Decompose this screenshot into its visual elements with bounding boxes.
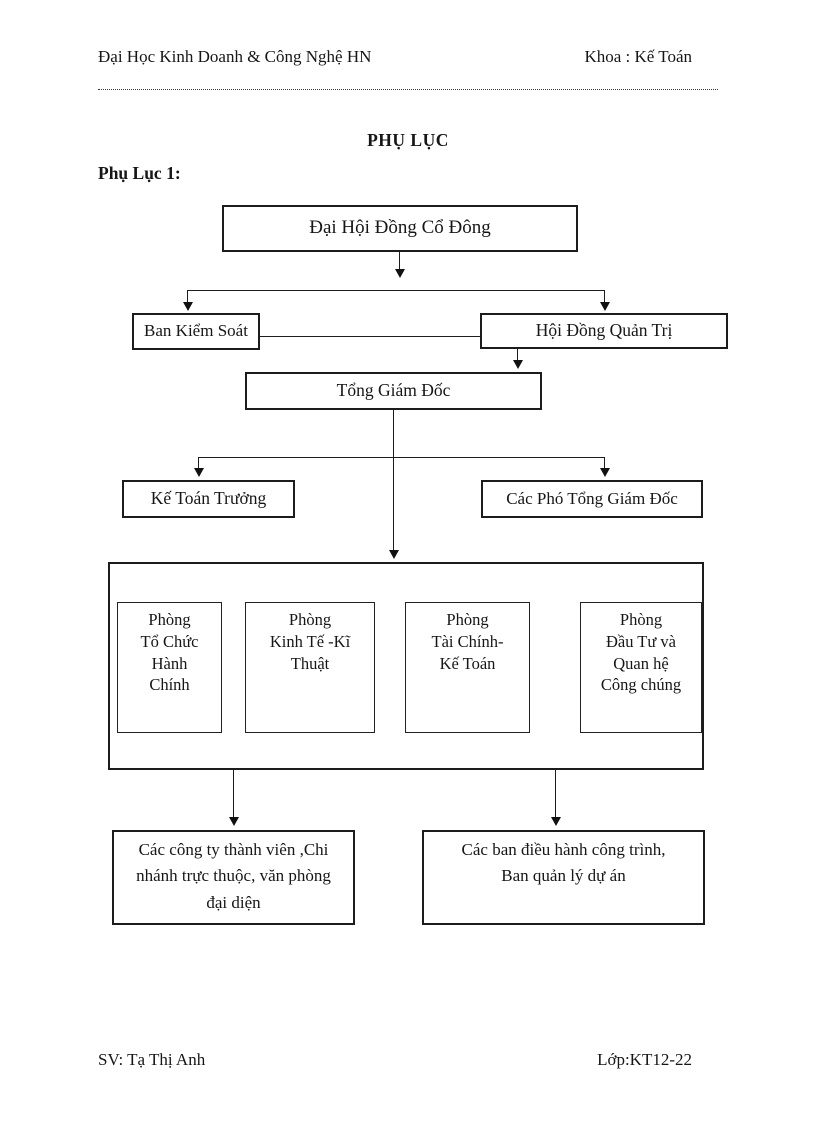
arrowhead-icon bbox=[229, 817, 239, 826]
arrowhead-icon bbox=[389, 550, 399, 559]
dept-line: Kinh Tế -Kĩ bbox=[269, 631, 351, 651]
node-line: Các ban điều hành công trình, bbox=[461, 840, 666, 859]
connector-to-ban-dieu-hanh bbox=[555, 770, 556, 817]
dept-line: Phòng bbox=[446, 610, 489, 629]
node-cong-ty-thanh-vien: Các công ty thành viên ,Chi nhánh trực t… bbox=[112, 830, 355, 925]
node-label: Hội Đồng Quản Trị bbox=[535, 320, 673, 341]
header-faculty: Khoa : Kế Toán bbox=[584, 47, 692, 66]
connector-to-ban-kiem-soat bbox=[187, 290, 188, 302]
connector-shareholders-down bbox=[399, 252, 400, 269]
appendix-label: Phụ Lục 1: bbox=[98, 163, 181, 183]
dept-line: Tài Chính- bbox=[431, 631, 504, 651]
dept-line: Đầu Tư và bbox=[605, 631, 677, 651]
connector-to-ke-toan-truong bbox=[198, 457, 199, 468]
arrowhead-icon bbox=[183, 302, 193, 311]
node-phong-dau-tu-quan-he-cong-chung: Phòng Đầu Tư và Quan hệ Công chúng bbox=[580, 602, 702, 733]
dept-line: Tổ Chức bbox=[140, 631, 199, 651]
node-ban-dieu-hanh-cong-trinh: Các ban điều hành công trình, Ban quản l… bbox=[422, 830, 705, 925]
node-line: Các công ty thành viên ,Chi bbox=[138, 840, 329, 859]
node-label: Kế Toán Trưởng bbox=[150, 488, 267, 509]
node-line: nhánh trực thuộc, văn phòng bbox=[136, 866, 331, 886]
dept-line: Quan hệ bbox=[613, 653, 669, 673]
node-phong-to-chuc-hanh-chinh: Phòng Tổ Chức Hành Chính bbox=[117, 602, 222, 733]
dept-line: Phòng bbox=[148, 610, 191, 629]
dept-line: Công chúng bbox=[600, 675, 682, 695]
connector-to-hoi-dong-quan-tri bbox=[604, 290, 605, 302]
connector-kiem-soat-quan-tri bbox=[260, 336, 480, 337]
dept-line: Kế Toán bbox=[439, 653, 496, 673]
node-dai-hoi-dong-co-dong: Đại Hội Đồng Cổ Đông bbox=[222, 205, 578, 252]
node-label: Tổng Giám Đốc bbox=[336, 380, 451, 401]
dept-line: Thuật bbox=[290, 653, 330, 673]
page-title: PHỤ LỤC bbox=[367, 130, 449, 150]
page-header: Đại Học Kinh Doanh & Công Nghệ HN Khoa :… bbox=[98, 47, 718, 67]
arrowhead-icon bbox=[194, 468, 204, 477]
node-label: Các Phó Tổng Giám Đốc bbox=[506, 488, 678, 508]
arrowhead-icon bbox=[395, 269, 405, 278]
footer-class: Lớp:KT12-22 bbox=[597, 1050, 692, 1069]
connector-split-level2 bbox=[187, 290, 605, 291]
arrowhead-icon bbox=[513, 360, 523, 369]
arrowhead-icon bbox=[551, 817, 561, 826]
dept-line: Chính bbox=[149, 675, 190, 695]
node-phong-tai-chinh-ke-toan: Phòng Tài Chính- Kế Toán bbox=[405, 602, 530, 733]
node-label: Đại Hội Đồng Cổ Đông bbox=[309, 217, 491, 239]
node-phong-kinh-te-ki-thuat: Phòng Kinh Tế -Kĩ Thuật bbox=[245, 602, 375, 733]
connector-split-level4 bbox=[198, 457, 605, 458]
connector-to-cong-ty-thanh-vien bbox=[233, 770, 234, 817]
node-label: Ban Kiểm Soát bbox=[144, 321, 248, 341]
footer-student: SV: Tạ Thị Anh bbox=[98, 1050, 206, 1069]
connector-quan-tri-down bbox=[517, 348, 518, 360]
dept-line: Hành bbox=[151, 653, 188, 673]
node-ke-toan-truong: Kế Toán Trưởng bbox=[122, 480, 295, 518]
page-footer: SV: Tạ Thị Anh Lớp:KT12-22 bbox=[98, 1050, 718, 1070]
dept-line: Phòng bbox=[288, 610, 332, 629]
node-hoi-dong-quan-tri: Hội Đồng Quản Trị bbox=[480, 313, 728, 349]
arrowhead-icon bbox=[600, 468, 610, 477]
node-cac-pho-tong-giam-doc: Các Phó Tổng Giám Đốc bbox=[481, 480, 703, 518]
node-line: đại diện bbox=[206, 892, 261, 912]
dept-line: Phòng bbox=[619, 610, 663, 629]
connector-giam-doc-down bbox=[393, 409, 394, 550]
node-ban-kiem-soat: Ban Kiểm Soát bbox=[132, 313, 260, 350]
header-university: Đại Học Kinh Doanh & Công Nghệ HN bbox=[98, 47, 372, 66]
connector-to-pho-tong-giam-doc bbox=[604, 457, 605, 468]
node-tong-giam-doc: Tổng Giám Đốc bbox=[245, 372, 542, 410]
header-divider bbox=[98, 89, 718, 90]
arrowhead-icon bbox=[600, 302, 610, 311]
node-line: Ban quản lý dự án bbox=[501, 866, 626, 886]
